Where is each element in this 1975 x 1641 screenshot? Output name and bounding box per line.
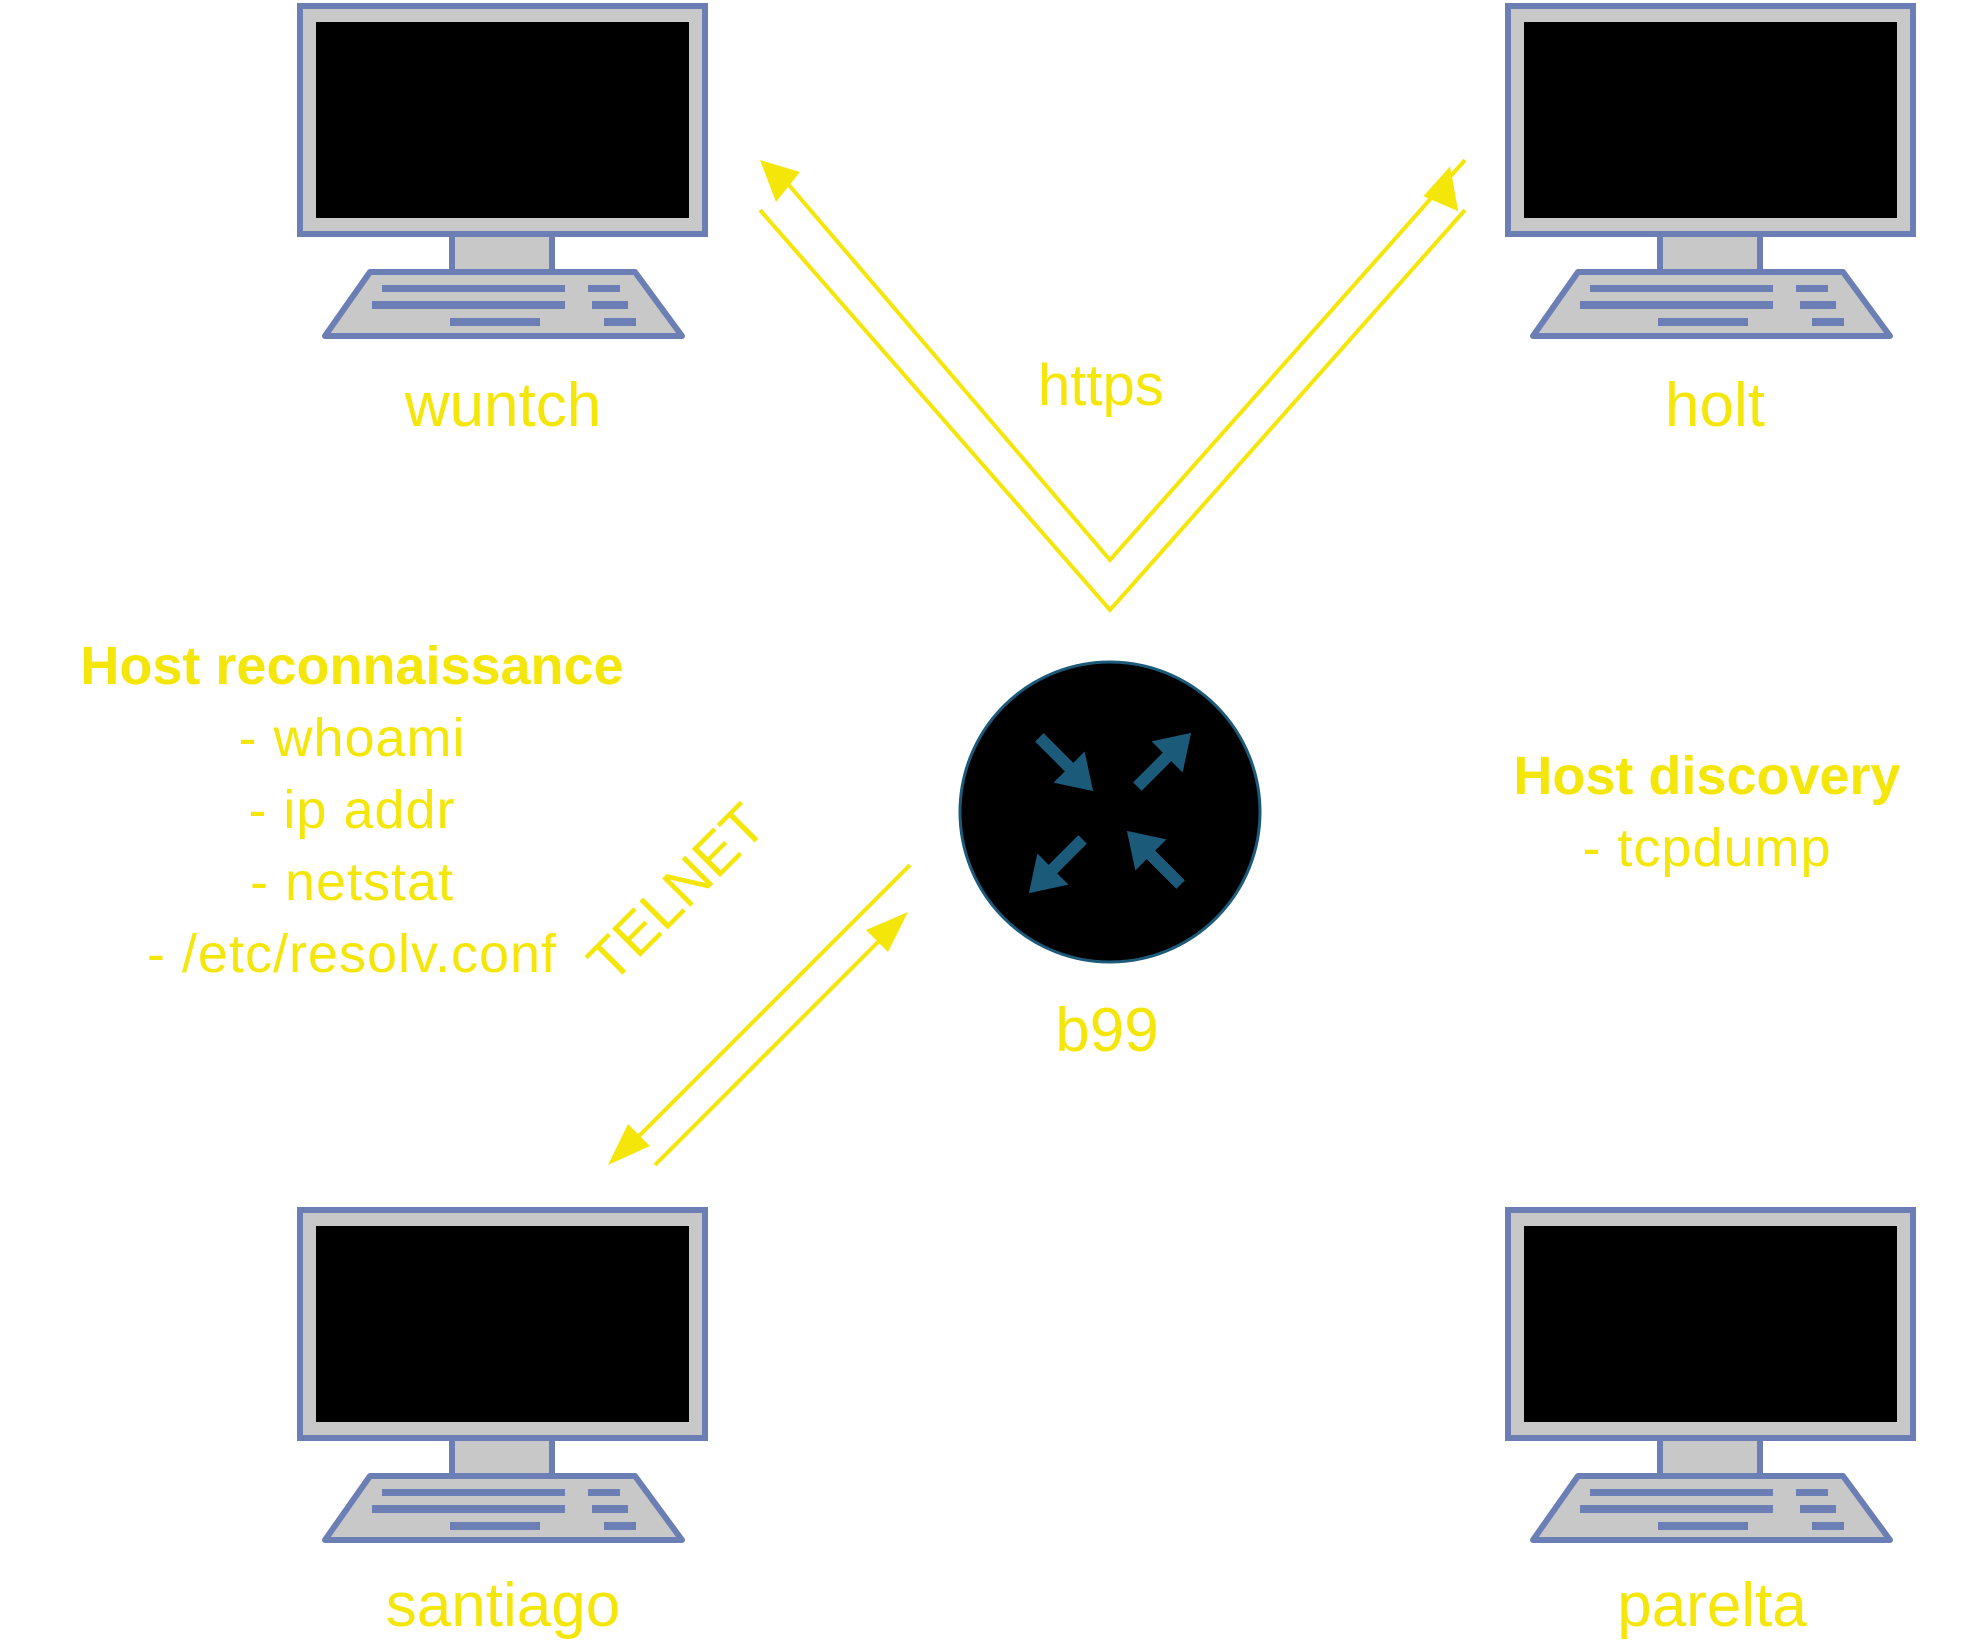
telnet-connection: [628, 863, 912, 1167]
recon-title: Host reconnaissance: [80, 636, 624, 696]
https-arrowhead-wuntch: [760, 160, 800, 202]
https-connection: [758, 158, 1467, 614]
computer-icon-holt: [1508, 6, 1913, 336]
telnet-arrowhead-santiago: [608, 1124, 650, 1165]
telnet-line-in: [653, 933, 887, 1167]
https-arrowhead-holt: [1423, 166, 1459, 212]
router-icon: [958, 660, 1262, 964]
discovery-title: Host discovery: [1513, 746, 1901, 806]
discovery-item: - tcpdump: [1582, 818, 1832, 878]
connection-label-https: https: [1038, 353, 1164, 418]
recon-item: - /etc/resolv.conf: [146, 924, 558, 984]
computer-icon-parelta: [1508, 1210, 1913, 1540]
computer-icon-wuntch: [300, 6, 705, 336]
telnet-line-out: [628, 863, 912, 1147]
router-label: b99: [1055, 996, 1159, 1065]
discovery-notes: Host discovery - tcpdump: [1513, 740, 1900, 884]
host-label-parelta: parelta: [1617, 1571, 1807, 1640]
https-line-in: [786, 158, 1467, 564]
https-line-out: [758, 208, 1467, 614]
recon-notes: Host reconnaissance - whoami - ip addr -…: [80, 630, 623, 990]
host-label-wuntch: wuntch: [404, 371, 602, 440]
recon-item: - ip addr: [248, 780, 456, 840]
host-label-santiago: santiago: [385, 1571, 621, 1640]
recon-item: - whoami: [238, 708, 466, 768]
telnet-arrowhead-router: [866, 912, 908, 952]
computer-icon-santiago: [300, 1210, 705, 1540]
host-label-holt: holt: [1665, 371, 1765, 440]
recon-item: - netstat: [249, 852, 455, 912]
